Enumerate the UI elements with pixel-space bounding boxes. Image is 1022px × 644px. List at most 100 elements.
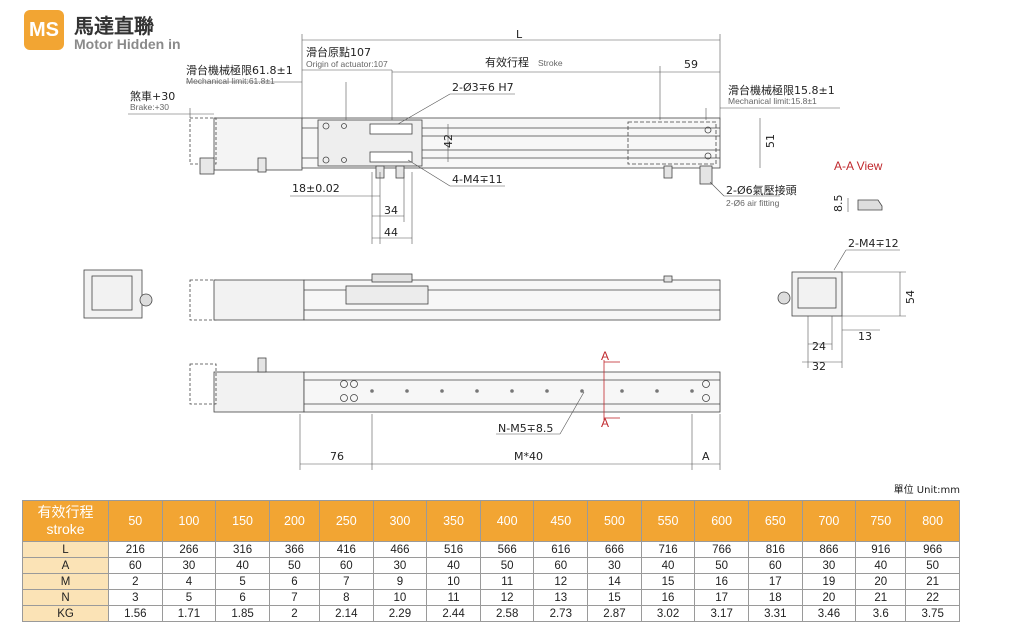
table-cell: 2.73 bbox=[533, 605, 589, 622]
table-cell: 1.71 bbox=[161, 605, 217, 622]
table-cell: 50 bbox=[479, 557, 535, 574]
table-cell: 966 bbox=[905, 541, 960, 558]
mech-limit-left-en: Mechanical limit:61.8±1 bbox=[186, 76, 275, 86]
table-cell: 1.85 bbox=[215, 605, 270, 622]
table-cell: 2 bbox=[268, 605, 320, 622]
table-cell: 2 bbox=[108, 573, 163, 590]
stroke-col: 600 bbox=[694, 500, 749, 542]
stroke-col: 350 bbox=[426, 500, 481, 542]
bottom-view bbox=[189, 357, 721, 470]
table-cell: 2.29 bbox=[372, 605, 428, 622]
stroke-col: 550 bbox=[640, 500, 696, 542]
table-cell: 3.31 bbox=[747, 605, 803, 622]
table-cell: 2.58 bbox=[479, 605, 535, 622]
table-cell: 6 bbox=[268, 573, 320, 590]
stroke-col: 100 bbox=[161, 500, 217, 542]
table-cell: 40 bbox=[426, 557, 481, 574]
table-cell: 2.44 bbox=[426, 605, 481, 622]
table-cell: 60 bbox=[533, 557, 589, 574]
motor-side bbox=[213, 279, 305, 321]
table-cell: 6 bbox=[215, 589, 270, 606]
section-marker-bottom: A bbox=[601, 416, 609, 430]
table-cell: 50 bbox=[905, 557, 960, 574]
table-cell: 1.56 bbox=[108, 605, 163, 622]
dim-32: 32 bbox=[812, 360, 826, 373]
table-cell: 266 bbox=[161, 541, 217, 558]
table-cell: 22 bbox=[905, 589, 960, 606]
table-header-row: 有效行程 stroke 50 100 150 200 250 300 350 4… bbox=[22, 500, 960, 542]
unit-label: 單位 Unit:mm bbox=[893, 485, 960, 496]
side-view bbox=[83, 269, 721, 321]
table-cell: 40 bbox=[855, 557, 907, 574]
stroke-header: 有效行程 stroke bbox=[22, 500, 109, 542]
table-cell: 40 bbox=[215, 557, 270, 574]
table-cell: 216 bbox=[108, 541, 163, 558]
table-cell: 516 bbox=[426, 541, 481, 558]
table-cell: 3.17 bbox=[694, 605, 749, 622]
table-cell: 16 bbox=[694, 573, 749, 590]
hole-callout: 2-Ø3∓6 H7 bbox=[452, 81, 514, 94]
row-label: L bbox=[22, 541, 109, 558]
section-marker-top: A bbox=[601, 349, 609, 363]
dim-l: L bbox=[516, 28, 523, 41]
header: MS 馬達直聯 Motor Hidden in bbox=[24, 8, 324, 52]
end-view-left bbox=[83, 269, 143, 319]
fitting-label: 2-Ø6氣壓接頭 bbox=[726, 183, 797, 197]
stroke-col: 50 bbox=[108, 500, 163, 542]
row-label: KG bbox=[22, 605, 109, 622]
stroke-col: 650 bbox=[747, 500, 803, 542]
motor-connector bbox=[199, 157, 215, 175]
table-cell: 3.46 bbox=[801, 605, 857, 622]
table-cell: 3.75 bbox=[905, 605, 960, 622]
dim-m40: M*40 bbox=[514, 450, 543, 463]
dim-24: 24 bbox=[812, 340, 826, 353]
table-cell: 10 bbox=[372, 589, 428, 606]
dim-59: 59 bbox=[684, 58, 698, 71]
table-cell: 60 bbox=[108, 557, 163, 574]
page-title: 馬達直聯 bbox=[74, 14, 154, 38]
table-cell: 19 bbox=[801, 573, 857, 590]
table-cell: 50 bbox=[268, 557, 320, 574]
stroke-col: 800 bbox=[905, 500, 960, 542]
table-cell: 17 bbox=[747, 573, 803, 590]
page-subtitle: Motor Hidden in bbox=[74, 36, 181, 52]
ms-badge: MS bbox=[24, 10, 64, 50]
aa-view-title: A-A View bbox=[834, 159, 883, 173]
row-label: N bbox=[22, 589, 109, 606]
carriage-side bbox=[345, 285, 429, 305]
table-cell: 10 bbox=[426, 573, 481, 590]
table-cell: 60 bbox=[747, 557, 803, 574]
table-cell: 11 bbox=[479, 573, 535, 590]
row-label: M bbox=[22, 573, 109, 590]
stroke-col: 750 bbox=[855, 500, 907, 542]
origin-label: 滑台原點107 bbox=[306, 45, 371, 59]
table-cell: 60 bbox=[318, 557, 374, 574]
table-cell: 30 bbox=[372, 557, 428, 574]
spec-table: 有效行程 stroke 50 100 150 200 250 300 350 4… bbox=[22, 500, 960, 622]
stroke-label-en: Stroke bbox=[538, 58, 563, 68]
table-cell: 15 bbox=[587, 589, 642, 606]
table-cell: 666 bbox=[587, 541, 642, 558]
table-cell: 716 bbox=[640, 541, 696, 558]
table-cell: 766 bbox=[694, 541, 749, 558]
table-cell: 11 bbox=[426, 589, 481, 606]
brake-extension bbox=[189, 117, 217, 165]
table-cell: 2.14 bbox=[318, 605, 374, 622]
mech-limit-left: 滑台機械極限61.8±1 bbox=[186, 63, 293, 77]
stroke-col: 500 bbox=[587, 500, 642, 542]
top-view bbox=[189, 117, 721, 185]
dim-44: 44 bbox=[384, 226, 398, 239]
row-label: A bbox=[22, 557, 109, 574]
table-cell: 17 bbox=[694, 589, 749, 606]
table-cell: 366 bbox=[268, 541, 320, 558]
table-cell: 416 bbox=[318, 541, 374, 558]
table-cell: 14 bbox=[587, 573, 642, 590]
table-cell: 12 bbox=[533, 573, 589, 590]
thread-callout: 4-M4∓11 bbox=[452, 173, 503, 186]
table-cell: 30 bbox=[587, 557, 642, 574]
dim-51: 51 bbox=[764, 134, 777, 148]
table-cell: 18 bbox=[747, 589, 803, 606]
table-cell: 13 bbox=[533, 589, 589, 606]
table-cell: 20 bbox=[855, 573, 907, 590]
table-cell: 50 bbox=[694, 557, 749, 574]
